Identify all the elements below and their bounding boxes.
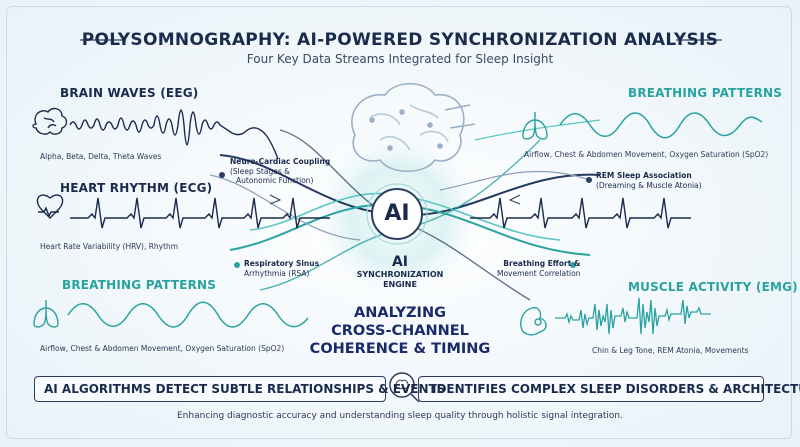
page-title: POLYSOMNOGRAPHY: AI-POWERED SYNCHRONIZAT… [81,30,719,50]
annotation-rsa: Respiratory Sinus Arrhythmia (RSA) [244,259,320,278]
ecg-caption: Heart Rate Variability (HRV), Rhythm [40,242,179,251]
magnifier-brain-icon [389,372,420,403]
ai-sync-engine-label: AI SYNCHRONIZATION ENGINE [356,254,444,290]
breathing-right-waveform [559,112,763,139]
banner-right-box [418,376,764,402]
breathing-right-caption: Airflow, Chest & Abdomen Movement, Oxyge… [524,150,769,159]
breathing-right-heading: BREATHING PATTERNS [628,86,783,100]
banner-right-text: IDENTIFIES COMPLEX SLEEP DISORDERS & ARC… [432,382,800,396]
ecg-waveform [70,197,330,229]
annotation-breathing-effort: Breathing Effort & Movement Correlation [497,259,581,278]
emg-heading: MUSCLE ACTIVITY (EMG) [628,280,798,294]
heart-icon [36,194,64,219]
annotation-rem: REM Sleep Association (Dreaming & Muscle… [596,171,702,190]
eeg-waveform [69,109,279,160]
page-subtitle: Four Key Data Streams Integrated for Sle… [246,52,554,66]
arrow-left-1 [508,194,521,205]
emg-waveform [555,297,711,335]
breathing-left-heading: BREATHING PATTERNS [62,278,217,292]
annotation-markers [219,172,592,268]
outer-frame [6,6,792,439]
banner-left-text: AI ALGORITHMS DETECT SUBTLE RELATIONSHIP… [44,382,446,396]
brain-icon [32,107,68,135]
breathing-left-caption: Airflow, Chest & Abdomen Movement, Oxyge… [40,344,285,353]
analyzing-heading: ANALYZING CROSS-CHANNEL COHERENCE & TIMI… [309,305,491,357]
lungs-icon-right [522,112,548,140]
eeg-heading: BRAIN WAVES (EEG) [60,86,199,100]
emg-caption: Chin & Leg Tone, REM Atonia, Movements [592,346,749,355]
arm-muscle-icon [520,306,547,336]
ai-core-ring [371,188,423,240]
annotation-neuro-cardiac: Neuro-Cardiac Coupling (Sleep Stages & A… [230,157,331,185]
ai-core-label: AI [384,201,410,226]
ecg-heading: HEART RHYTHM (ECG) [60,181,213,195]
footer-caption: Enhancing diagnostic accuracy and unders… [177,411,623,421]
banner-left-box [34,376,386,402]
ecg-waveform-right [470,197,691,229]
arrow-right-1 [269,194,282,205]
breathing-left-waveform [67,301,309,328]
eeg-caption: Alpha, Beta, Delta, Theta Waves [40,152,162,161]
lungs-icon-left [33,300,59,328]
ai-brain-icon [351,83,476,172]
